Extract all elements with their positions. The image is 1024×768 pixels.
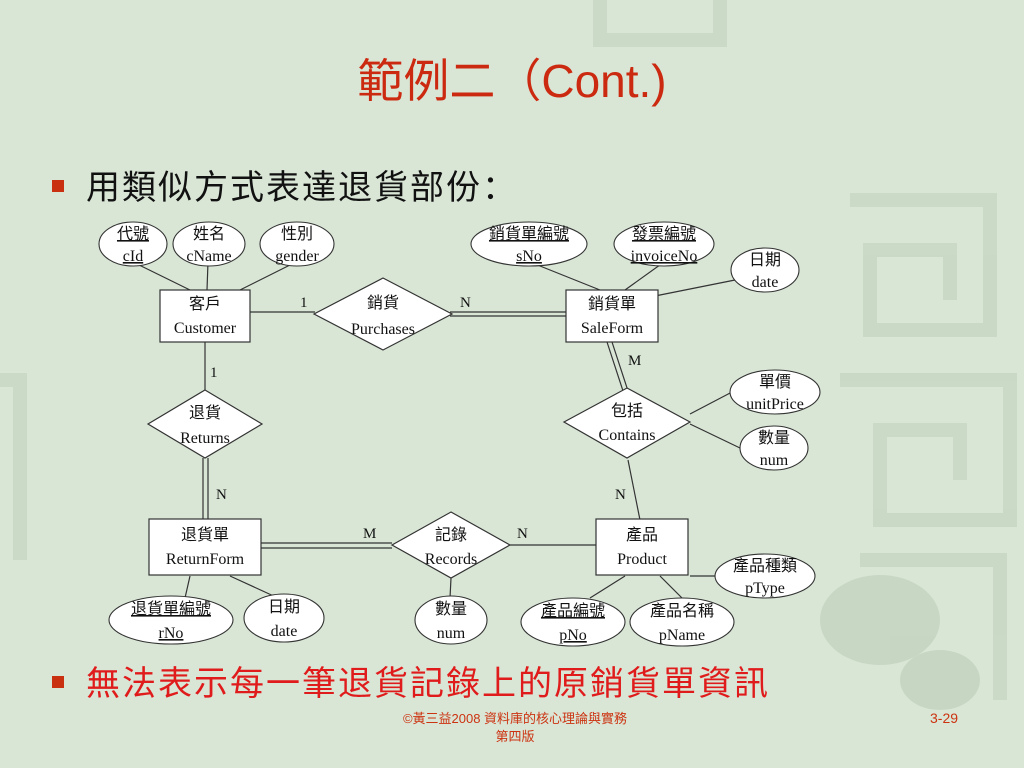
svg-text:代號: 代號 bbox=[117, 225, 149, 243]
svg-text:sNo: sNo bbox=[516, 248, 542, 265]
svg-text:Customer: Customer bbox=[174, 320, 237, 337]
svg-text:cId: cId bbox=[123, 248, 143, 265]
attribute-rno: 退貨單編號 rNo bbox=[108, 595, 234, 645]
svg-text:cName: cName bbox=[186, 248, 231, 265]
svg-text:產品名稱: 產品名稱 bbox=[650, 602, 714, 620]
svg-text:date: date bbox=[271, 623, 298, 640]
svg-text:記錄: 記錄 bbox=[435, 525, 467, 544]
svg-text:退貨單編號: 退貨單編號 bbox=[131, 600, 211, 618]
cardinality-purchases-saleform: N bbox=[460, 295, 471, 311]
svg-text:pName: pName bbox=[659, 627, 705, 644]
attribute-unitprice: 單價 unitPrice bbox=[729, 369, 821, 415]
svg-text:日期: 日期 bbox=[268, 598, 300, 616]
svg-text:發票編號: 發票編號 bbox=[632, 225, 696, 243]
cardinality-records-returnform: M bbox=[363, 526, 376, 542]
cardinality-returns-customer: 1 bbox=[210, 365, 218, 381]
attribute-cname: 姓名 cName bbox=[172, 221, 246, 267]
attribute-pno: 產品編號 pNo bbox=[520, 597, 626, 647]
cardinality-purchases-customer: 1 bbox=[300, 295, 308, 311]
bullet-marker bbox=[52, 180, 64, 192]
page-number: 3-29 bbox=[930, 710, 959, 726]
entity-returnform: 退貨單 ReturnForm bbox=[148, 518, 262, 576]
attribute-records-num: 數量 num bbox=[414, 595, 488, 645]
attribute-ptype: 產品種類 pType bbox=[714, 553, 816, 599]
svg-text:pNo: pNo bbox=[559, 627, 587, 644]
svg-text:Product: Product bbox=[617, 551, 667, 568]
svg-text:gender: gender bbox=[275, 248, 319, 265]
title-cjk: 範例二（ bbox=[357, 54, 542, 108]
relationship-records: 記錄 Records bbox=[390, 511, 512, 579]
svg-text:銷貨: 銷貨 bbox=[367, 294, 399, 312]
svg-text:pType: pType bbox=[745, 580, 785, 597]
svg-text:產品: 產品 bbox=[626, 526, 658, 544]
cardinality-returns-returnform: N bbox=[216, 487, 227, 503]
svg-text:日期: 日期 bbox=[749, 251, 781, 269]
bullet-2: 無法表示每一筆退貨記錄上的原銷貨單資訊 bbox=[52, 656, 770, 705]
svg-text:單價: 單價 bbox=[759, 373, 791, 391]
svg-text:num: num bbox=[760, 452, 789, 469]
slide-title: 範例二（Cont.) bbox=[0, 56, 1024, 107]
svg-text:date: date bbox=[752, 274, 779, 291]
footer-line-2: 第四版 bbox=[495, 729, 535, 744]
relationship-returns: 退貨 Returns bbox=[146, 389, 264, 459]
svg-text:退貨: 退貨 bbox=[189, 404, 221, 422]
svg-text:產品種類: 產品種類 bbox=[733, 557, 797, 575]
svg-text:Returns: Returns bbox=[180, 430, 230, 447]
entity-product: 產品 Product bbox=[595, 518, 689, 576]
svg-text:性別: 性別 bbox=[281, 225, 313, 243]
attribute-pname: 產品名稱 pName bbox=[629, 597, 735, 647]
svg-text:Records: Records bbox=[425, 551, 477, 568]
svg-text:銷貨單: 銷貨單 bbox=[588, 295, 636, 313]
svg-text:數量: 數量 bbox=[435, 600, 467, 618]
attribute-return-date: 日期 date bbox=[243, 593, 325, 643]
attribute-sale-date: 日期 date bbox=[730, 247, 800, 293]
svg-text:數量: 數量 bbox=[758, 429, 790, 447]
entity-saleform: 銷貨單 SaleForm bbox=[565, 289, 659, 343]
footer-line-1: ©黃三益2008 資料庫的核心理論與實務 bbox=[402, 711, 628, 726]
footer-copyright: ©黃三益2008 資料庫的核心理論與實務 第四版 bbox=[350, 710, 680, 746]
svg-text:包括: 包括 bbox=[611, 402, 643, 420]
relationship-contains: 包括 Contains bbox=[562, 387, 692, 459]
attribute-invoiceno: 發票編號 invoiceNo bbox=[613, 221, 715, 267]
bullet-1-text: 用類似方式表達退貨部份： bbox=[86, 168, 518, 208]
svg-text:num: num bbox=[437, 625, 466, 642]
svg-text:ReturnForm: ReturnForm bbox=[166, 551, 245, 568]
svg-text:退貨單: 退貨單 bbox=[181, 526, 229, 544]
attribute-sno: 銷貨單編號 sNo bbox=[470, 221, 588, 267]
svg-text:產品編號: 產品編號 bbox=[541, 602, 605, 620]
svg-text:SaleForm: SaleForm bbox=[581, 320, 644, 337]
cardinality-contains-saleform: M bbox=[628, 353, 641, 369]
entity-customer: 客戶 Customer bbox=[159, 289, 251, 343]
svg-text:unitPrice: unitPrice bbox=[746, 396, 804, 413]
svg-text:Purchases: Purchases bbox=[351, 321, 415, 338]
relationship-purchases: 銷貨 Purchases bbox=[312, 277, 454, 351]
bullet-2-text: 無法表示每一筆退貨記錄上的原銷貨單資訊 bbox=[86, 664, 770, 704]
svg-text:客戶: 客戶 bbox=[189, 295, 221, 313]
svg-text:Contains: Contains bbox=[599, 427, 656, 444]
cardinality-contains-product: N bbox=[615, 487, 626, 503]
svg-text:rNo: rNo bbox=[159, 625, 184, 642]
svg-text:invoiceNo: invoiceNo bbox=[631, 248, 698, 265]
svg-text:銷貨單編號: 銷貨單編號 bbox=[489, 225, 569, 243]
svg-text:姓名: 姓名 bbox=[193, 225, 225, 243]
cardinality-records-product: N bbox=[517, 526, 528, 542]
attribute-gender: 性別 gender bbox=[259, 221, 335, 267]
title-latin: Cont.) bbox=[541, 55, 667, 107]
bullet-marker bbox=[52, 676, 64, 688]
attribute-contains-num: 數量 num bbox=[739, 425, 809, 471]
bullet-1: 用類似方式表達退貨部份： bbox=[52, 160, 518, 209]
attribute-cid: 代號 cId bbox=[98, 221, 168, 267]
